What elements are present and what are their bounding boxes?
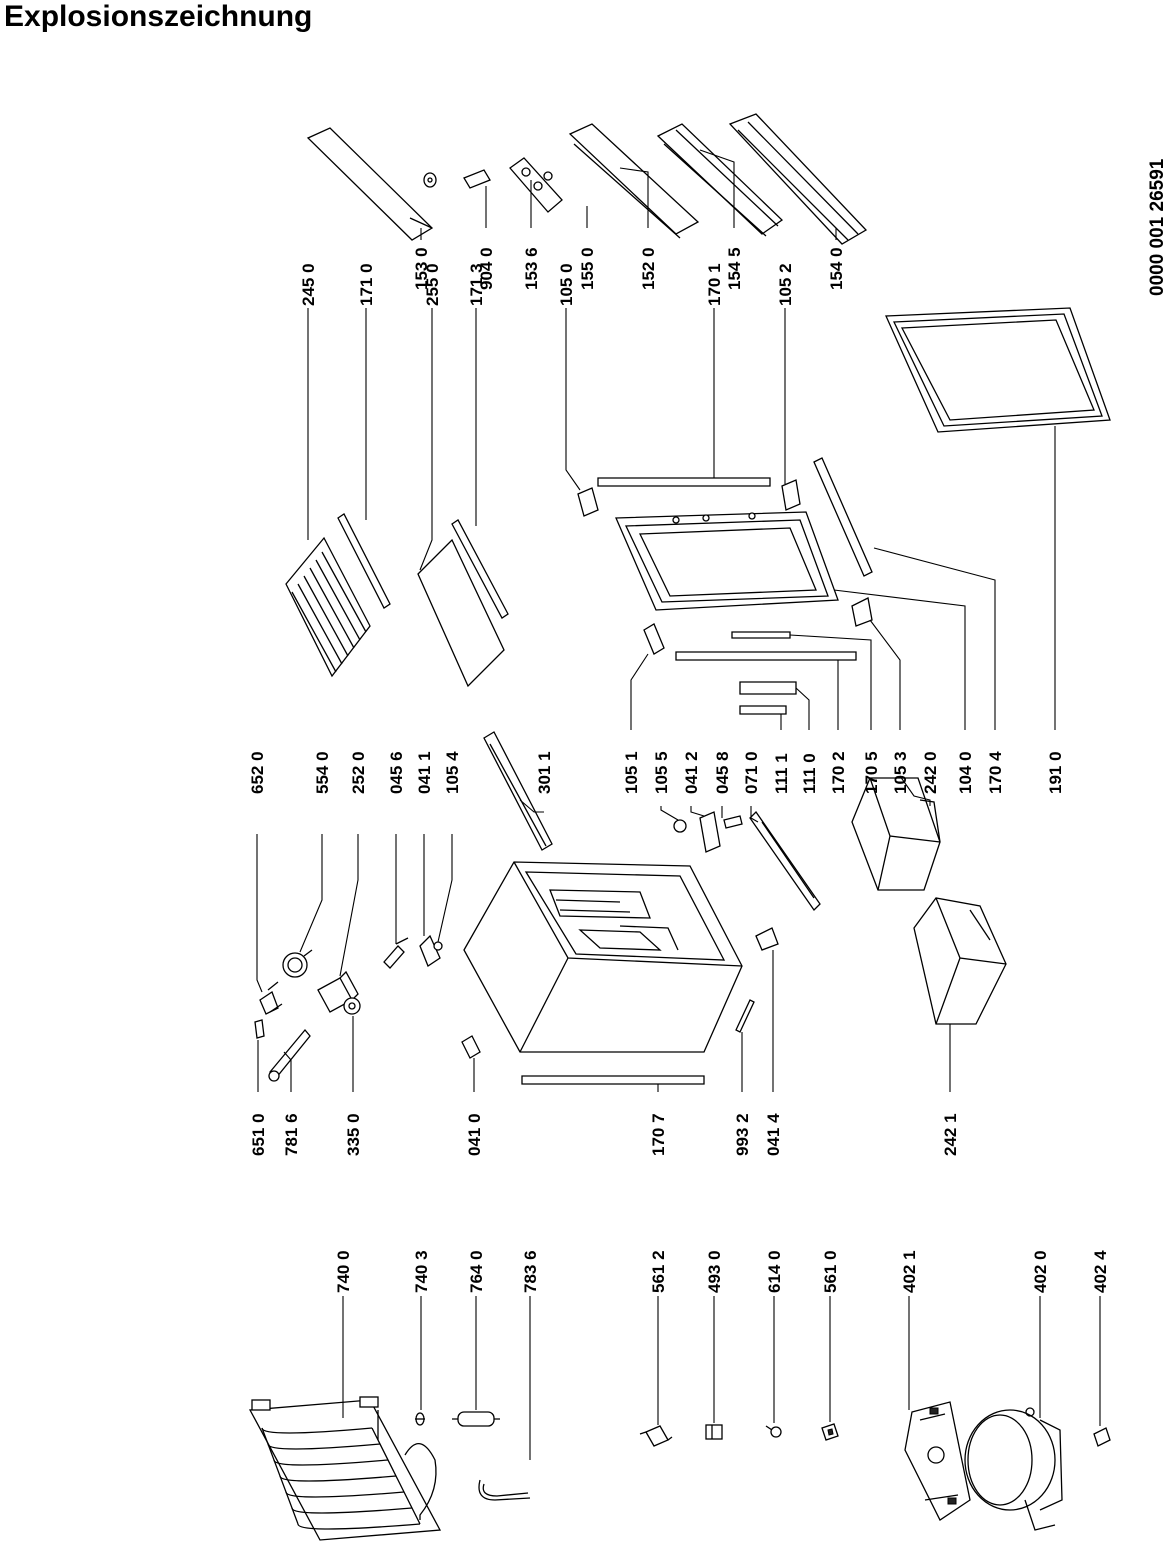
label-301-1: 301 1 xyxy=(535,751,554,794)
label-105-5: 105 5 xyxy=(652,751,671,794)
label-105-0: 105 0 xyxy=(557,263,576,306)
label-652-0: 652 0 xyxy=(248,751,267,794)
label-154-5: 154 5 xyxy=(725,247,744,290)
document-number: 0000 001 26591 xyxy=(1147,158,1168,296)
label-170-2: 170 2 xyxy=(829,751,848,794)
label-993-2: 993 2 xyxy=(733,1113,752,1156)
label-561-0: 561 0 xyxy=(821,1250,840,1293)
label-402-0: 402 0 xyxy=(1031,1250,1050,1293)
label-041-1: 041 1 xyxy=(415,751,434,794)
label-041-4: 041 4 xyxy=(764,1113,783,1156)
label-402-1: 402 1 xyxy=(900,1250,919,1293)
door-frame-104-0 xyxy=(615,511,839,611)
condenser-drawing xyxy=(248,1396,442,1541)
door-hinges-drawing xyxy=(577,479,873,627)
glass-shelf-255-0 xyxy=(417,538,505,688)
label-171-3: 171 3 xyxy=(467,263,486,306)
door-rails-drawing xyxy=(597,477,857,715)
rail-301-1-drawing xyxy=(483,731,553,851)
door-rack-154-5 xyxy=(656,123,784,237)
crisper-drawer-242-1 xyxy=(913,897,1007,1025)
bar-170-4-drawing xyxy=(813,457,873,577)
compressor-base-plate xyxy=(904,1401,971,1521)
label-170-5: 170 5 xyxy=(862,751,881,794)
label-783-6: 783 6 xyxy=(521,1250,540,1293)
label-335-0: 335 0 xyxy=(344,1113,363,1156)
label-255-0: 255 0 xyxy=(423,263,442,306)
part-041-4-drawing xyxy=(755,927,779,951)
compressor-drawing xyxy=(964,1407,1063,1531)
thermostat-assembly-drawing xyxy=(254,949,361,1082)
door-seal-191-0 xyxy=(885,307,1111,433)
label-041-2: 041 2 xyxy=(682,751,701,794)
wire-shelf-245-0 xyxy=(285,536,371,678)
label-105-1: 105 1 xyxy=(622,751,641,794)
label-242-0: 242 0 xyxy=(921,751,940,794)
shelf-trim-171-3 xyxy=(451,519,509,619)
label-245-0: 245 0 xyxy=(299,263,318,306)
small-refrigeration-parts xyxy=(404,1411,531,1520)
cabinet-body-drawing xyxy=(463,861,743,1053)
part-labels: 740 0 740 3 764 0 783 6 561 2 493 0 614 … xyxy=(248,158,1168,1293)
label-171-0: 171 0 xyxy=(357,263,376,306)
label-105-3: 105 3 xyxy=(891,751,910,794)
label-041-0: 041 0 xyxy=(465,1113,484,1156)
label-561-2: 561 2 xyxy=(649,1250,668,1293)
label-740-0: 740 0 xyxy=(334,1250,353,1293)
door-rack-152-0 xyxy=(568,123,700,239)
leader-lines xyxy=(256,149,1101,1460)
door-small-parts xyxy=(643,623,821,912)
label-111-0: 111 0 xyxy=(800,753,819,794)
crisper-drawer-242-0 xyxy=(851,777,941,891)
egg-and-small-parts xyxy=(423,157,563,213)
label-155-0: 155 0 xyxy=(578,247,597,290)
label-252-0: 252 0 xyxy=(349,751,368,794)
label-045-8: 045 8 xyxy=(713,751,732,794)
label-493-0: 493 0 xyxy=(705,1250,724,1293)
page-title: Explosionszeichnung xyxy=(4,0,313,33)
label-191-0: 191 0 xyxy=(1046,751,1065,794)
label-170-4: 170 4 xyxy=(986,751,1005,794)
label-242-1: 242 1 xyxy=(941,1113,960,1156)
label-045-6: 045 6 xyxy=(387,751,406,794)
label-152-0: 152 0 xyxy=(639,247,658,290)
label-153-0: 153 0 xyxy=(412,247,431,290)
shelf-trim-171-0 xyxy=(337,513,391,609)
label-105-4: 105 4 xyxy=(443,751,462,794)
label-071-0: 071 0 xyxy=(742,751,761,794)
label-614-0: 614 0 xyxy=(765,1250,784,1293)
label-781-6: 781 6 xyxy=(282,1113,301,1156)
hinge-small-parts xyxy=(383,934,481,1059)
door-rack-153-0 xyxy=(306,127,434,241)
electrical-small-parts xyxy=(639,1423,839,1447)
label-651-0: 651 0 xyxy=(249,1113,268,1156)
label-554-0: 554 0 xyxy=(313,751,332,794)
label-740-3: 740 3 xyxy=(412,1250,431,1293)
clip-402-4-drawing xyxy=(1093,1427,1111,1447)
label-904-0: 904 0 xyxy=(477,247,496,290)
label-402-4: 402 4 xyxy=(1091,1250,1110,1293)
label-104-0: 104 0 xyxy=(956,751,975,794)
label-764-0: 764 0 xyxy=(467,1250,486,1293)
label-111-1: 111 1 xyxy=(772,753,791,794)
label-105-2: 105 2 xyxy=(776,263,795,306)
rail-170-7-drawing xyxy=(521,1075,705,1085)
label-153-6: 153 6 xyxy=(522,247,541,290)
label-154-0: 154 0 xyxy=(827,247,846,290)
label-170-7: 170 7 xyxy=(649,1113,668,1156)
label-170-1: 170 1 xyxy=(705,263,724,306)
part-993-2-drawing xyxy=(735,999,755,1033)
door-rack-154-0 xyxy=(728,113,868,245)
